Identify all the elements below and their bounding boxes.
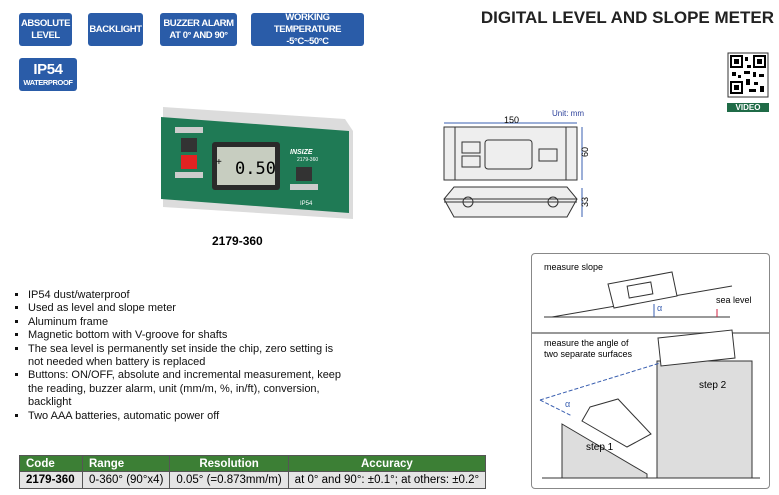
model-small: 2179-360 bbox=[297, 157, 319, 163]
cell-code: 2179-360 bbox=[19, 471, 83, 489]
cell-range: 0-360° (90°x4) bbox=[81, 471, 171, 489]
display-reading: 0.50 bbox=[235, 159, 276, 179]
feature-item: IP54 dust/waterproof bbox=[28, 289, 348, 302]
waterproof-label: WATERPROOF bbox=[23, 78, 73, 87]
feature-item: The sea level is permanently set inside … bbox=[28, 343, 348, 370]
feature-item: Buttons: ON/OFF, absolute and incrementa… bbox=[28, 369, 348, 409]
header-accuracy: Accuracy bbox=[287, 455, 487, 472]
badge-line: BUZZER ALARM bbox=[163, 17, 234, 29]
feature-item: Used as level and slope meter bbox=[28, 302, 348, 315]
cell-accuracy: at 0° and 90°: ±0.1°; at others: ±0.2° bbox=[287, 471, 487, 489]
header-code: Code bbox=[19, 455, 83, 472]
badge-line: -5°C~50°C bbox=[286, 35, 329, 47]
brand-logo: INSIZE bbox=[290, 149, 313, 156]
dimension-drawing: Unit: mm 150 60 33 bbox=[440, 105, 600, 225]
dim-width: 60 bbox=[580, 146, 591, 158]
feature-item: Two AAA batteries, automatic power off bbox=[28, 410, 348, 423]
badge-line: BACKLIGHT bbox=[89, 23, 142, 35]
alpha-label-2: α bbox=[565, 399, 571, 409]
badge-line: AT 0° AND 90° bbox=[169, 29, 228, 41]
cell-resolution: 0.05° (=0.873mm/m) bbox=[169, 471, 289, 489]
ip-label: IP54 bbox=[300, 201, 313, 207]
qr-code[interactable]: VIDEO bbox=[727, 52, 769, 112]
product-code-label: 2179-360 bbox=[212, 234, 263, 248]
badge-backlight: BACKLIGHT bbox=[88, 13, 143, 46]
two-surfaces-line1: measure the angle of bbox=[544, 338, 629, 348]
video-label: VIDEO bbox=[727, 103, 769, 112]
feature-item: Aluminum frame bbox=[28, 316, 348, 329]
dim-length: 150 bbox=[504, 115, 520, 125]
display-sign: + bbox=[216, 157, 222, 168]
alpha-label: α bbox=[657, 303, 663, 313]
badge-working-temperature: WORKING TEMPERATURE-5°C~50°C bbox=[251, 11, 364, 47]
badge-line: WORKING TEMPERATURE bbox=[273, 11, 342, 35]
badge-line: ABSOLUTE bbox=[20, 17, 71, 29]
feature-item: Magnetic bottom with V-groove for shafts bbox=[28, 329, 348, 342]
badge-line: LEVEL bbox=[31, 29, 60, 41]
ip-rating: IP54 bbox=[33, 61, 63, 78]
two-surfaces-line2: two separate surfaces bbox=[544, 349, 633, 359]
measure-slope-label: measure slope bbox=[544, 262, 604, 272]
usage-diagram: measure slope sea level α measure the an… bbox=[531, 253, 770, 489]
dim-height: 33 bbox=[580, 196, 591, 208]
step2-label: step 2 bbox=[699, 380, 727, 391]
product-photo: + 0.50 INSIZE 2179-360 IP54 bbox=[155, 97, 355, 227]
qr-icon bbox=[727, 52, 769, 98]
unit-label: Unit: mm bbox=[552, 109, 584, 118]
step1-label: step 1 bbox=[586, 442, 614, 453]
page-title: DIGITAL LEVEL AND SLOPE METER bbox=[480, 8, 774, 27]
header-range: Range bbox=[81, 455, 171, 472]
header-resolution: Resolution bbox=[169, 455, 289, 472]
feature-list: IP54 dust/waterproof Used as level and s… bbox=[14, 289, 348, 423]
sea-level-label: sea level bbox=[716, 295, 752, 305]
